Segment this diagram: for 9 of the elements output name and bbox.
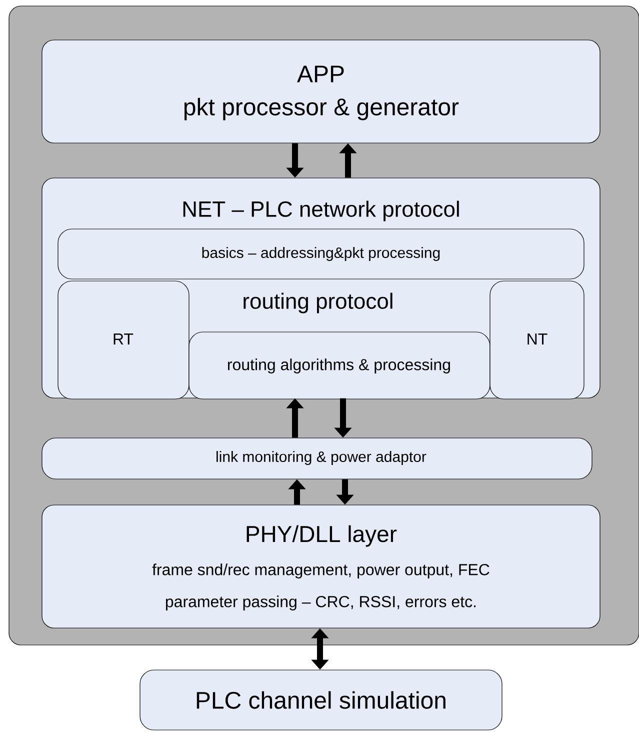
module-box: NT <box>490 280 584 400</box>
module-box: routing algorithms & processing <box>188 332 490 400</box>
module-box: RT <box>58 280 190 400</box>
layer-box: PHY/DLL layer frame snd/rec management, power output, FEC parameter passing – CRC, RSSI, errors etc. <box>42 504 600 628</box>
layer-box: link monitoring & power adaptor <box>42 438 592 480</box>
layer-box: APP pkt processor & generator <box>42 40 600 144</box>
module-box: basics – addressing&pkt processing <box>58 228 584 280</box>
section-label: routing protocol <box>244 292 392 314</box>
simulation-box: PLC channel simulation <box>140 670 502 730</box>
